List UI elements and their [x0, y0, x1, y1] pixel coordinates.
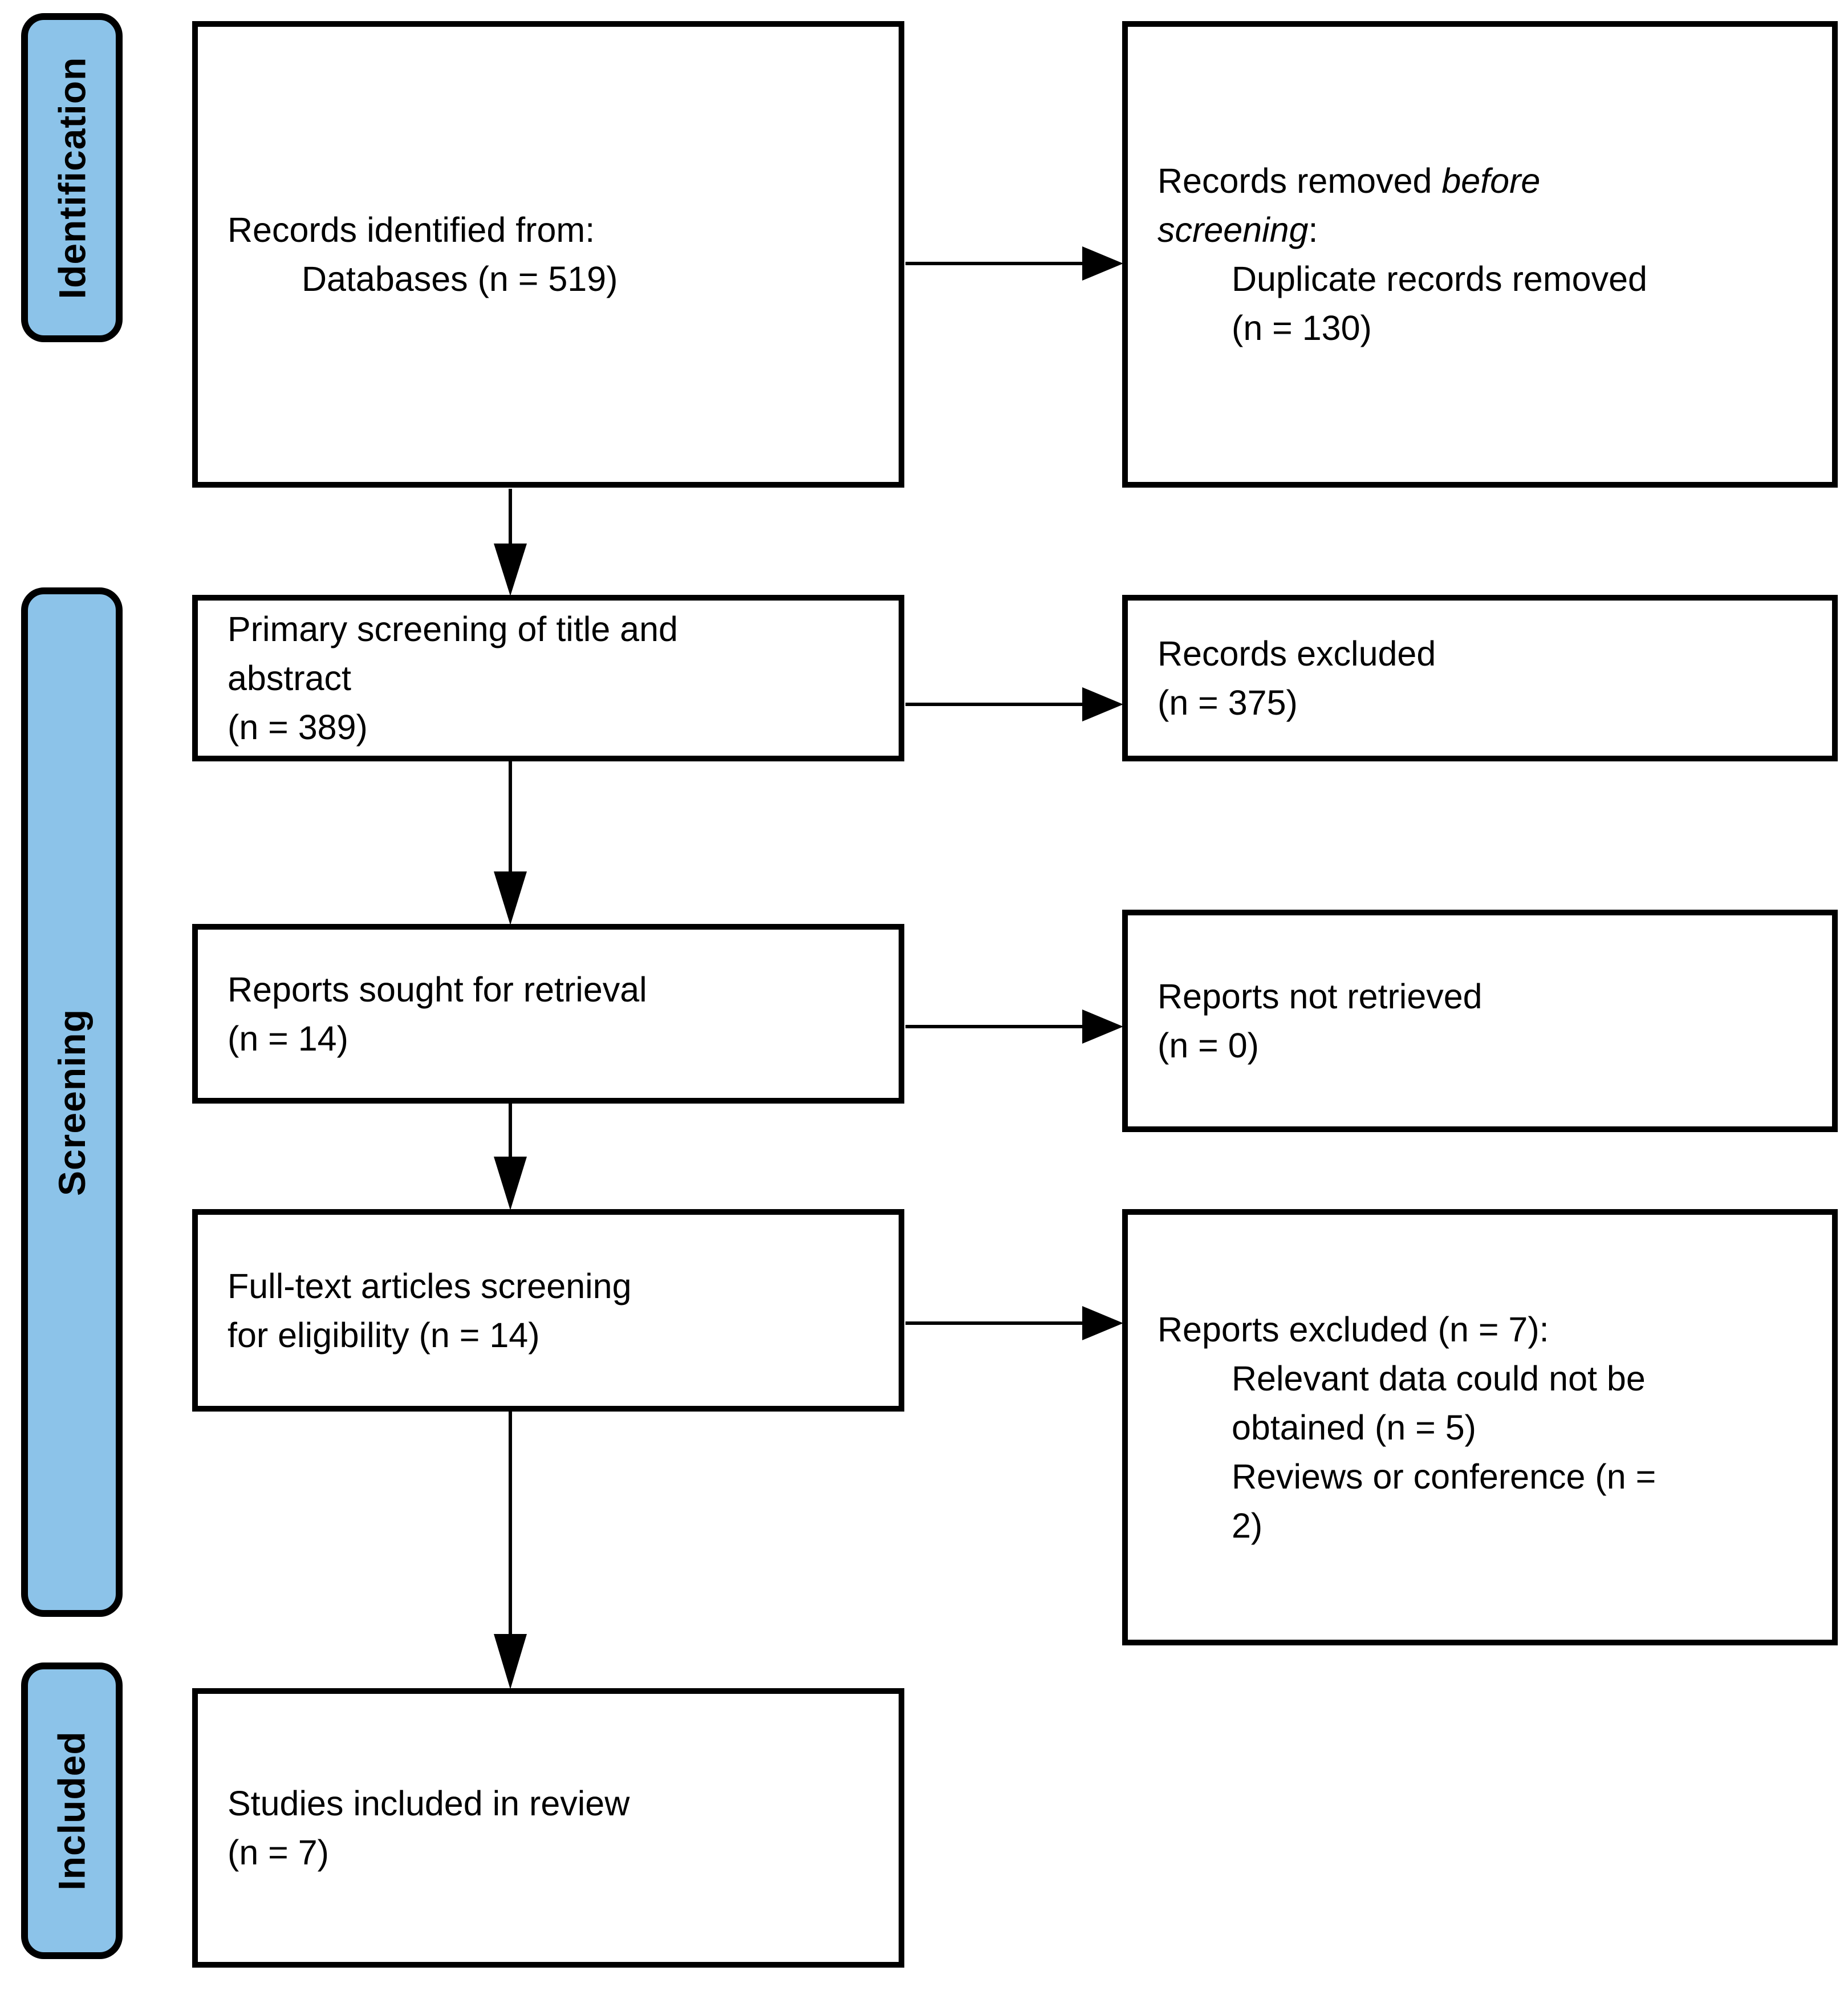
box-text-line: (n = 0)	[1157, 1026, 1259, 1065]
right-arrow-2	[905, 687, 1123, 721]
stage-included: Included	[21, 1662, 123, 1959]
down-arrow-3	[494, 1102, 527, 1210]
down-arrow-4	[494, 1410, 527, 1689]
right-arrow-1	[905, 246, 1123, 281]
flow-box-records-excluded: Records excluded (n = 375)	[1122, 595, 1838, 761]
box-text-line: Reports not retrieved	[1157, 977, 1483, 1016]
box-text-line: Records removed before	[1157, 161, 1541, 200]
flow-box-fulltext-screening: Full-text articles screening for eligibi…	[192, 1209, 904, 1412]
box-text-line: 2)	[1232, 1506, 1263, 1545]
box-text-line: (n = 7)	[228, 1833, 329, 1872]
box-text-line: obtained (n = 5)	[1232, 1408, 1476, 1447]
box-text-line: (n = 389)	[228, 708, 368, 747]
box-text-line: abstract	[228, 659, 351, 698]
box-text-line: Reviews or conference (n =	[1232, 1457, 1656, 1496]
flow-box-primary-screening: Primary screening of title and abstract …	[192, 595, 904, 761]
stage-screening-label: Screening	[51, 1008, 94, 1196]
box-text-line: screening:	[1157, 210, 1318, 249]
box-text-line: Primary screening of title and	[228, 610, 678, 648]
flow-box-records-removed: Records removed before screening: Duplic…	[1122, 21, 1838, 488]
box-text-line: Records excluded	[1157, 634, 1436, 673]
box-text-line: Full-text articles screening	[228, 1266, 632, 1305]
flow-box-reports-sought: Reports sought for retrieval (n = 14)	[192, 924, 904, 1104]
box-text-line: Records identified from:	[228, 210, 595, 249]
down-arrow-1	[494, 489, 527, 596]
box-text-line: Studies included in review	[228, 1784, 630, 1823]
right-arrow-4	[905, 1306, 1123, 1340]
flow-box-studies-included: Studies included in review (n = 7)	[192, 1688, 904, 1968]
box-text-line: Reports excluded (n = 7):	[1157, 1309, 1549, 1349]
flow-box-reports-not-retrieved: Reports not retrieved (n = 0)	[1122, 910, 1838, 1132]
box-text-line: for eligibility (n = 14)	[228, 1315, 540, 1355]
box-text-line: Databases (n = 519)	[302, 259, 618, 298]
right-arrow-3	[905, 1009, 1123, 1044]
box-text-line: (n = 130)	[1232, 309, 1372, 347]
stage-screening: Screening	[21, 587, 123, 1617]
stage-identification: Identification	[21, 13, 123, 342]
flow-box-reports-excluded: Reports excluded (n = 7): Relevant data …	[1122, 1209, 1838, 1645]
down-arrow-2	[494, 760, 527, 925]
box-text-line: (n = 14)	[228, 1019, 348, 1058]
stage-identification-label: Identification	[51, 56, 94, 299]
box-text-line: (n = 375)	[1157, 683, 1298, 722]
stage-included-label: Included	[51, 1731, 94, 1891]
flow-box-records-identified: Records identified from: Databases (n = …	[192, 21, 904, 488]
box-text-line: Duplicate records removed	[1232, 259, 1647, 298]
box-text-line: Reports sought for retrieval	[228, 970, 647, 1009]
box-text-line: Relevant data could not be	[1232, 1359, 1646, 1398]
